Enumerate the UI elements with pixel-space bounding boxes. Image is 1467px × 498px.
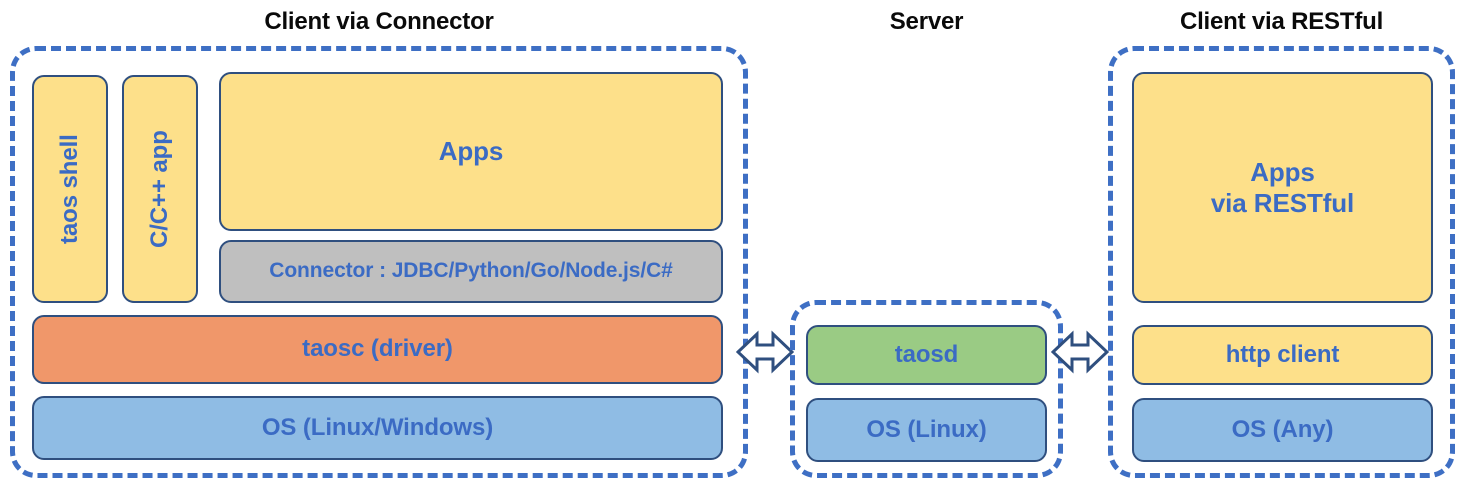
block-taos-shell[interactable]: taos shell <box>32 75 108 303</box>
block-c-cpp-app[interactable]: C/C++ app <box>122 75 198 303</box>
block-os-linux[interactable]: OS (Linux) <box>806 398 1047 462</box>
block-apps-via-restful[interactable]: Apps via RESTful <box>1132 72 1433 303</box>
block-os-any[interactable]: OS (Any) <box>1132 398 1433 462</box>
block-taosd[interactable]: taosd <box>806 325 1047 385</box>
block-http-client[interactable]: http client <box>1132 325 1433 385</box>
block-taosc-driver[interactable]: taosc (driver) <box>32 315 723 384</box>
double-headed-arrow-icon-right <box>1051 325 1109 379</box>
section-title-client-connector: Client via Connector <box>264 8 494 35</box>
block-apps-via-restful-line2: via RESTful <box>1210 187 1355 218</box>
group-server <box>790 300 1063 478</box>
block-connector-list[interactable]: Connector : JDBC/Python/Go/Node.js/C# <box>219 240 723 303</box>
section-title-client-restful: Client via RESTful <box>1179 8 1384 35</box>
block-apps-via-restful-line1: Apps <box>1250 156 1315 187</box>
group-client-via-connector <box>10 46 748 478</box>
group-client-via-restful <box>1108 46 1455 478</box>
block-os-linux-windows[interactable]: OS (Linux/Windows) <box>32 396 723 460</box>
block-apps-connector[interactable]: Apps <box>219 72 723 231</box>
section-title-server: Server <box>889 8 964 35</box>
double-headed-arrow-icon-left <box>736 325 794 379</box>
